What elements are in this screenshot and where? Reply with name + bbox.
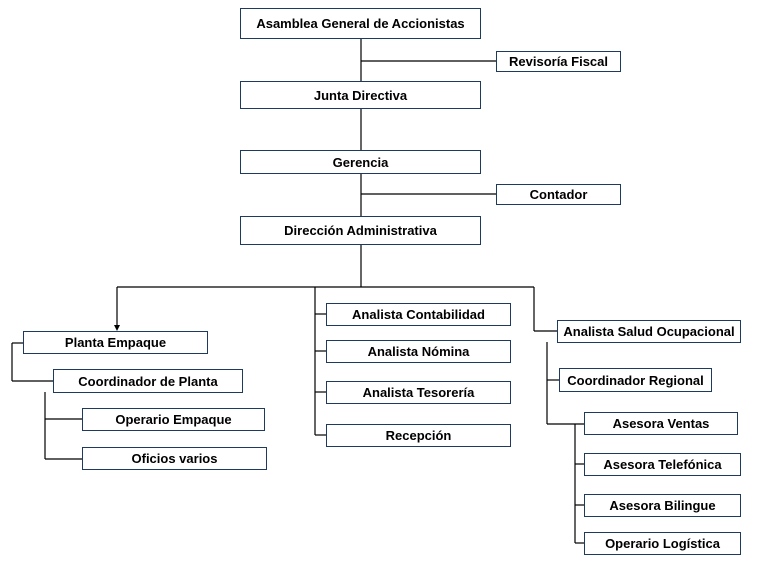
node-recepcion: Recepción xyxy=(326,424,511,447)
node-planta-empaque: Planta Empaque xyxy=(23,331,208,354)
node-oficios-varios: Oficios varios xyxy=(82,447,267,470)
node-asesora-telefonica: Asesora Telefónica xyxy=(584,453,741,476)
node-revisoria-fiscal: Revisoría Fiscal xyxy=(496,51,621,72)
node-asesora-ventas: Asesora Ventas xyxy=(584,412,738,435)
node-asesora-bilingue: Asesora Bilingue xyxy=(584,494,741,517)
node-gerencia: Gerencia xyxy=(240,150,481,174)
node-direccion-administrativa: Dirección Administrativa xyxy=(240,216,481,245)
node-analista-salud-ocupacional: Analista Salud Ocupacional xyxy=(557,320,741,343)
node-asamblea-general: Asamblea General de Accionistas xyxy=(240,8,481,39)
node-junta-directiva: Junta Directiva xyxy=(240,81,481,109)
node-operario-logistica: Operario Logística xyxy=(584,532,741,555)
node-analista-nomina: Analista Nómina xyxy=(326,340,511,363)
node-analista-tesoreria: Analista Tesorería xyxy=(326,381,511,404)
node-contador: Contador xyxy=(496,184,621,205)
node-coordinador-regional: Coordinador Regional xyxy=(559,368,712,392)
node-coordinador-planta: Coordinador de Planta xyxy=(53,369,243,393)
node-analista-contabilidad: Analista Contabilidad xyxy=(326,303,511,326)
node-operario-empaque: Operario Empaque xyxy=(82,408,265,431)
